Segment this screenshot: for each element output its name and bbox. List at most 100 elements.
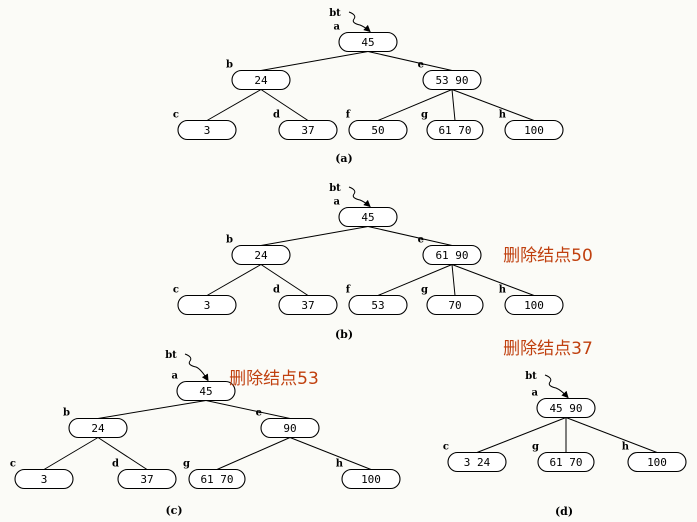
tree-node: 37d <box>273 285 338 316</box>
node-label: f <box>346 285 351 296</box>
panel-caption: (a) <box>335 152 353 165</box>
node-capsule <box>176 380 236 402</box>
node-label: c <box>10 459 16 470</box>
tree-edge <box>451 264 535 296</box>
root-pointer-arrow <box>348 11 371 33</box>
node-capsule <box>348 119 408 141</box>
tree-node: 3 24c <box>443 442 507 473</box>
tree-edge <box>43 437 99 470</box>
tree-edge <box>289 437 372 470</box>
node-keys: 3 <box>41 473 48 486</box>
node-label: g <box>421 110 428 121</box>
node-capsule <box>422 244 482 266</box>
tree-edge <box>260 264 309 296</box>
node-capsule <box>68 417 128 439</box>
node-capsule <box>422 69 482 91</box>
tree-node: 100 h <box>499 285 564 316</box>
node-label: b <box>226 60 233 71</box>
node-keys: 61 70 <box>200 473 233 486</box>
node-label: a <box>172 371 179 382</box>
node-capsule <box>447 451 507 473</box>
node-label: b <box>63 408 70 419</box>
tree-edge <box>260 89 309 121</box>
node-keys: 90 <box>283 422 296 435</box>
node-label: h <box>499 285 507 296</box>
root-pointer-label: bt <box>329 183 341 194</box>
tree-edge <box>565 417 658 453</box>
node-label: a <box>334 197 341 208</box>
tree-node: 90 e <box>256 408 320 439</box>
tree-edge <box>377 264 453 296</box>
panel-caption: (c) <box>165 504 182 517</box>
node-keys: 100 <box>361 473 381 486</box>
node-capsule <box>278 294 338 316</box>
node-capsule <box>14 468 74 490</box>
node-keys: 3 <box>204 124 211 137</box>
tree-node: 45 90a <box>532 388 596 419</box>
node-label: g <box>532 442 539 453</box>
node-capsule <box>627 451 687 473</box>
node-label: c <box>443 442 449 453</box>
node-label: g <box>421 285 428 296</box>
root-pointer-arrow <box>544 374 569 399</box>
node-keys: 61 70 <box>438 124 471 137</box>
tree-node: 24b <box>226 235 291 266</box>
tree-node: 3c <box>173 110 237 141</box>
node-keys: 45 <box>361 211 374 224</box>
node-capsule <box>338 206 398 228</box>
tree-node: 45 a <box>172 371 236 402</box>
node-label: d <box>273 285 280 296</box>
btree-panel-b: 45 a 24b 61 90e 3c 37d 53f 70 g 100 h bt (b) 删除结点50 <box>173 183 593 341</box>
node-label: e <box>418 60 424 71</box>
deletion-note: 删除结点37 <box>503 339 593 359</box>
tree-edge <box>97 437 148 470</box>
node-label: h <box>622 442 630 453</box>
node-keys: 45 <box>199 385 212 398</box>
node-capsule <box>426 294 484 316</box>
tree-node: 61 90e <box>418 235 482 266</box>
node-label: d <box>112 459 119 470</box>
node-keys: 100 <box>647 456 667 469</box>
node-keys: 100 <box>524 299 544 312</box>
tree-node: 61 70 g <box>421 110 484 141</box>
node-capsule <box>504 119 564 141</box>
node-label: c <box>173 285 179 296</box>
tree-node: 24 b <box>63 408 128 439</box>
node-keys: 24 <box>91 422 105 435</box>
panel-caption: (b) <box>335 328 353 341</box>
tree-edge <box>216 437 291 470</box>
node-keys: 61 70 <box>549 456 582 469</box>
root-pointer-label: bt <box>165 350 177 361</box>
node-keys: 37 <box>301 124 314 137</box>
node-capsule <box>426 119 484 141</box>
tree-node: 37d <box>112 459 177 490</box>
tree-node: 53f <box>346 285 408 316</box>
node-keys: 70 <box>448 299 461 312</box>
root-pointer-arrow <box>348 186 371 208</box>
node-keys: 24 <box>254 74 268 87</box>
deletion-note: 删除结点53 <box>229 369 319 389</box>
node-label: f <box>346 110 351 121</box>
node-label: d <box>273 110 280 121</box>
tree-node: 45a <box>334 22 398 53</box>
tree-edge <box>451 89 535 121</box>
tree-node: 53 90 e <box>418 60 482 91</box>
node-keys: 53 90 <box>435 74 468 87</box>
node-capsule <box>260 417 320 439</box>
tree-edge <box>367 226 453 246</box>
tree-edge <box>367 51 453 71</box>
tree-edge <box>206 264 262 296</box>
node-capsule <box>117 468 177 490</box>
tree-edge <box>377 89 453 121</box>
deletion-note: 删除结点50 <box>503 246 593 266</box>
node-label: a <box>532 388 539 399</box>
tree-edge <box>451 89 456 121</box>
tree-node: 3c <box>173 285 237 316</box>
node-label: e <box>256 408 262 419</box>
node-capsule <box>177 119 237 141</box>
